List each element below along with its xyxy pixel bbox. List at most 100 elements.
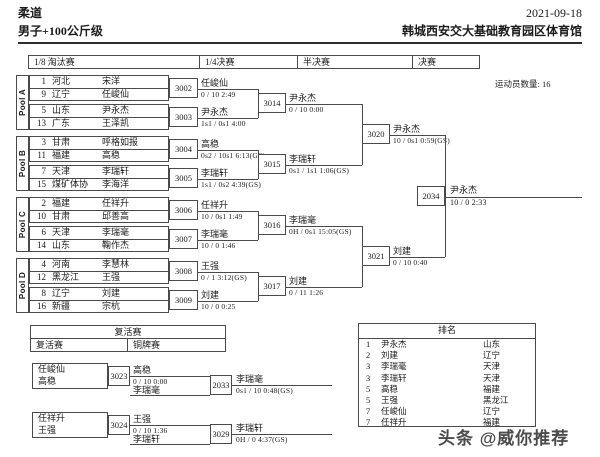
match-number: 3023 xyxy=(108,366,130,386)
bracket-line xyxy=(286,104,362,105)
bracket-line xyxy=(198,118,258,119)
bracket-line xyxy=(232,434,332,435)
sf-entry-score: 0H / 0s1 15:05(GS) xyxy=(289,227,352,236)
bronze-winner: 李瑞毫 xyxy=(236,374,264,384)
sf-entry-score: 0 / 10 0:00 xyxy=(289,105,324,114)
match-number: 3008 xyxy=(169,261,198,281)
match-number: 3029 xyxy=(210,424,232,444)
repechage-title: 复活赛 xyxy=(30,325,226,339)
bracket-line xyxy=(198,240,258,241)
match-number: 3005 xyxy=(169,168,198,188)
final-entry-winner: 尹永杰 xyxy=(393,124,421,134)
match-number: 3015 xyxy=(258,154,286,174)
qf-entry-score: 10 / 0 0:25 xyxy=(201,302,236,311)
sf-entry-winner: 尹永杰 xyxy=(289,93,317,103)
toutiao-watermark: 头条 @威你推荐 xyxy=(438,429,570,448)
repechage-pair-3023: 任峻仙 高稳 xyxy=(32,363,108,389)
match-number: 3007 xyxy=(169,229,198,249)
qf-entry-winner: 刘建 xyxy=(201,290,220,300)
bracket-line xyxy=(130,444,210,445)
champion-score: 10 / 0 2:33 xyxy=(450,198,487,207)
bronze-subheader: 铜牌赛 xyxy=(127,338,226,352)
bracket-line xyxy=(286,226,362,227)
round-header-final: 决赛 xyxy=(412,55,480,69)
qf-entry-score: 0 / 10 2:49 xyxy=(201,90,236,99)
final-entry-score: 10 / 0s1 0:59(GS) xyxy=(393,136,450,145)
sf-entry-winner: 李瑞毫 xyxy=(289,215,317,225)
qf-entry-winner: 高稳 xyxy=(201,139,220,149)
match-number: 3003 xyxy=(169,107,198,127)
repechage-winner: 王强 xyxy=(133,414,152,424)
sport-title: 柔道 xyxy=(18,6,43,20)
final-entry-winner: 刘建 xyxy=(393,246,412,256)
bronze-score: 0s1 / 10 0:48(GS) xyxy=(236,386,293,395)
match-number: 2033 xyxy=(210,375,232,395)
qf-entry-winner: 任峻仙 xyxy=(201,78,229,88)
bronze-winner: 李瑞轩 xyxy=(236,423,264,433)
match-number: 3002 xyxy=(169,78,198,98)
athlete-name: 任祥升 xyxy=(38,413,66,423)
bronze-opponent: 李瑞毫 xyxy=(133,385,161,395)
bracket-line xyxy=(390,257,445,258)
match-number: 2034 xyxy=(417,186,445,206)
qf-entry-score: 10 / 0 1:46 xyxy=(201,241,236,250)
category-title: 男子+100公斤级 xyxy=(18,24,103,38)
round-header-qf: 1/4决赛 xyxy=(199,55,298,69)
sf-entry-winner: 刘建 xyxy=(289,276,308,286)
bronze-score: 0H / 0 4:37(GS) xyxy=(236,435,288,444)
athlete-name: 任峻仙 xyxy=(38,364,66,374)
bracket-line xyxy=(198,272,258,273)
event-date: 2021-09-18 xyxy=(526,6,582,20)
match-number: 3021 xyxy=(362,246,390,266)
qf-entry-score: 1s1 / 0s2 4:39(GS) xyxy=(201,180,262,189)
repechage-score: 0 / 10 1:36 xyxy=(133,426,168,435)
sf-entry-winner: 李瑞轩 xyxy=(289,154,317,164)
qf-entry-score: 10 / 0s1 1:49 xyxy=(201,212,243,221)
qf-entry-winner: 李瑞轩 xyxy=(201,168,229,178)
sf-entry-score: 0s1 / 1s1 1:06(GS) xyxy=(289,166,350,175)
round-header-r16: 1/8 淘汰赛 xyxy=(28,55,200,69)
bracket-line xyxy=(198,150,258,151)
athlete-name: 高稳 xyxy=(38,376,57,386)
bracket-connector xyxy=(445,135,446,257)
repechage-subheader: 复活赛 xyxy=(30,338,128,352)
bracket-line xyxy=(286,165,362,166)
pool-d-label: Pool D xyxy=(16,258,29,313)
bracket-line xyxy=(286,287,362,288)
match-number: 3017 xyxy=(258,276,286,296)
match-number: 3020 xyxy=(362,124,390,144)
match-number: 3024 xyxy=(108,415,130,435)
repechage-pair-3024: 任祥升 王强 xyxy=(32,412,108,438)
bracket-line xyxy=(130,425,210,426)
repechage-winner: 高稳 xyxy=(133,365,152,375)
match-number: 3004 xyxy=(169,139,198,159)
bracket-line xyxy=(232,385,332,386)
qf-entry-winner: 任祥升 xyxy=(201,200,229,210)
pool-a-label: Pool A xyxy=(16,75,29,130)
header-divider xyxy=(18,42,582,44)
qf-entry-winner: 王强 xyxy=(201,261,220,271)
